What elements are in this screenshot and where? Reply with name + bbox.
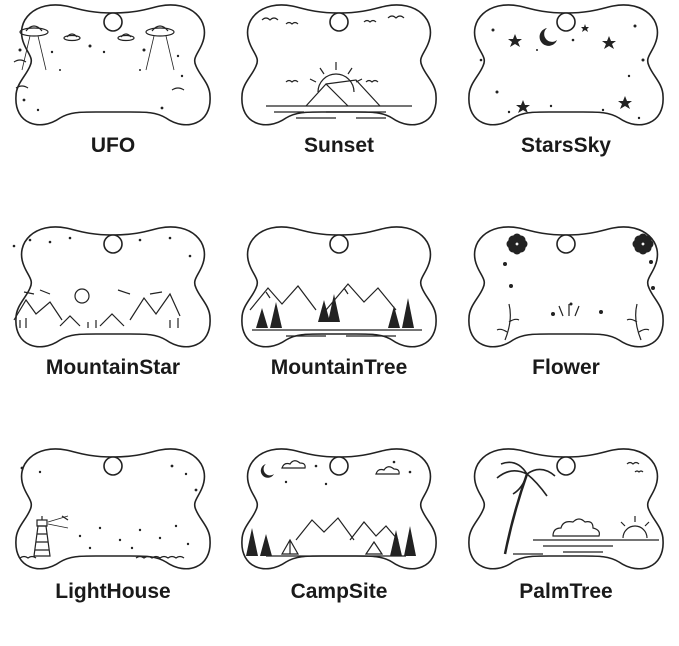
pet-tag-design-grid: UFO Sunset <box>0 0 679 603</box>
mountain-tree-icon <box>249 283 422 337</box>
tag-card-lighthouse[interactable]: LightHouse <box>0 444 226 646</box>
tag-label-mountaintree: MountainTree <box>270 356 408 379</box>
tag-label-sunset: Sunset <box>303 134 374 157</box>
campsite-icon <box>246 460 416 557</box>
sparkle-icon <box>18 44 184 112</box>
ufo-icon <box>13 25 185 112</box>
tag-label-starssky: StarsSky <box>521 134 611 157</box>
bone-tag-mountainstar <box>12 226 211 348</box>
tag-card-mountaintree[interactable]: MountainTree <box>226 222 452 424</box>
stars-icon <box>479 24 645 120</box>
tag-card-sunset[interactable]: Sunset <box>226 0 452 202</box>
tag-label-mountainstar: MountainStar <box>45 356 181 379</box>
tag-card-palmtree[interactable]: PalmTree <box>453 444 679 646</box>
tag-label-lighthouse: LightHouse <box>55 580 171 603</box>
bone-tag-starssky <box>468 4 664 126</box>
bone-tag-lighthouse <box>15 448 211 570</box>
tag-card-flower[interactable]: Flower <box>453 222 679 424</box>
tag-label-flower: Flower <box>532 356 600 379</box>
bone-tag-flower <box>468 226 664 348</box>
lighthouse-tower-icon <box>33 515 69 557</box>
ufo-saucer-icon <box>145 25 175 71</box>
moon-icon <box>260 464 274 478</box>
tent-icon <box>280 538 384 555</box>
cloud-icon <box>281 460 306 469</box>
cloud-icon <box>552 518 600 537</box>
tag-card-starssky[interactable]: StarsSky <box>453 0 679 202</box>
tag-card-mountainstar[interactable]: MountainStar <box>0 222 226 424</box>
pine-tree-icon <box>246 526 416 556</box>
tag-card-campsite[interactable]: CampSite <box>226 444 452 646</box>
tag-label-palmtree: PalmTree <box>519 580 613 603</box>
leaf-branch-icon <box>496 303 650 341</box>
palm-icon <box>496 461 556 555</box>
bone-tag-ufo <box>13 4 211 126</box>
tag-card-ufo[interactable]: UFO <box>0 0 226 202</box>
moon-icon <box>539 28 557 46</box>
ufo-saucer-icon <box>63 33 81 42</box>
ufo-saucer-icon <box>19 25 49 71</box>
daisy-icon <box>632 233 654 255</box>
moon-icon <box>74 288 90 304</box>
lighthouse-icon <box>19 464 198 559</box>
tag-label-campsite: CampSite <box>290 580 388 603</box>
bone-tag-sunset <box>241 4 437 126</box>
sun-icon <box>309 62 363 93</box>
cloud-icon <box>375 466 400 475</box>
tag-label-ufo: UFO <box>90 134 136 157</box>
flower-icon <box>496 233 655 341</box>
bone-tag-palmtree <box>468 448 664 570</box>
bone-tag-mountaintree <box>241 226 437 348</box>
palm-tree-icon <box>496 461 659 555</box>
daisy-icon <box>506 233 528 255</box>
sunset-icon <box>261 15 412 119</box>
bone-tag-campsite <box>241 448 437 570</box>
mountain-star-icon <box>12 236 192 328</box>
sun-icon <box>620 516 650 539</box>
ufo-saucer-icon <box>117 33 135 42</box>
pine-tree-icon <box>256 294 414 328</box>
